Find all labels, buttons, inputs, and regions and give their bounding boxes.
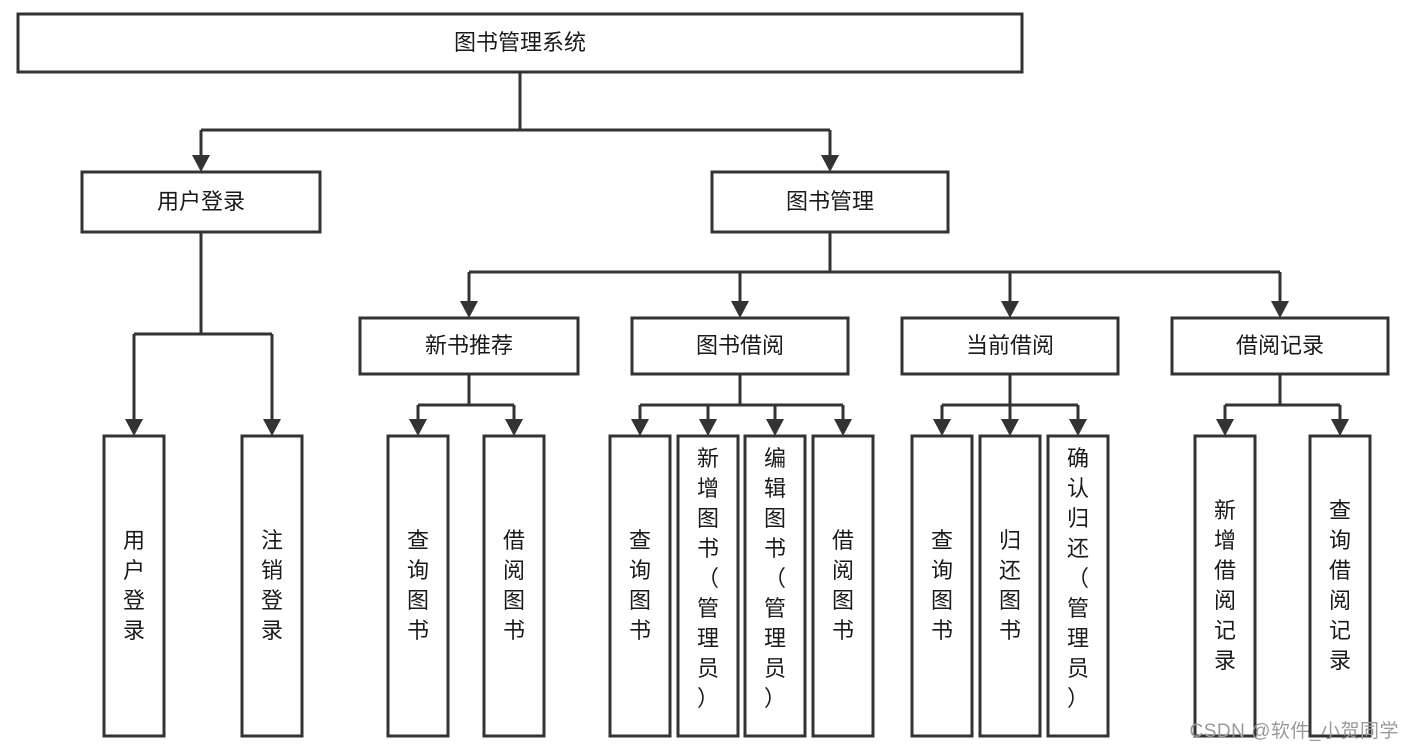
node-label-borrow-record: 借阅记录	[1236, 333, 1324, 358]
node-box-leaf-query-book-2	[608, 434, 672, 738]
node-label-leaf-add-borrow-record: 新增借阅记录	[1214, 498, 1236, 673]
node-box-leaf-borrow-book-2	[811, 434, 875, 738]
arrow-head-icon	[505, 419, 523, 436]
arrow-head-icon	[460, 301, 478, 318]
node-label-root: 图书管理系统	[454, 30, 586, 55]
node-box-leaf-borrow-book-1	[482, 434, 546, 738]
node-box-new-book-recommend	[358, 316, 580, 376]
node-box-leaf-query-borrow-record	[1308, 434, 1372, 738]
arrow-head-icon	[1331, 419, 1349, 436]
node-label-book-borrow: 图书借阅	[696, 333, 784, 358]
arrow-head-icon	[1216, 419, 1234, 436]
node-label-leaf-borrow-book-1: 借阅图书	[503, 528, 525, 643]
arrow-head-icon	[1271, 301, 1289, 318]
node-label-leaf-user-logout: 注销登录	[261, 528, 283, 643]
node-box-root	[16, 12, 1024, 74]
node-label-leaf-query-borrow-record: 查询借阅记录	[1329, 498, 1351, 673]
arrow-head-icon	[409, 419, 427, 436]
node-box-leaf-user-logout	[240, 434, 304, 738]
node-borrow-record[interactable]: 借阅记录	[1170, 316, 1390, 376]
node-box-book-borrow	[630, 316, 850, 376]
node-layer: 图书管理系统用户登录图书管理新书推荐图书借阅当前借阅借阅记录用户登录注销登录查询…	[16, 12, 1390, 738]
node-leaf-user-login[interactable]: 用户登录	[102, 434, 166, 738]
node-box-borrow-record	[1170, 316, 1390, 376]
node-leaf-add-borrow-record[interactable]: 新增借阅记录	[1193, 434, 1257, 738]
node-label-leaf-confirm-return-admin: 确认归还（管理员）	[1067, 446, 1089, 711]
node-leaf-confirm-return-admin[interactable]: 确认归还（管理员）	[1046, 434, 1110, 738]
node-label-leaf-query-book-1: 查询图书	[407, 528, 429, 643]
node-leaf-query-book-3[interactable]: 查询图书	[910, 434, 974, 738]
node-box-current-borrow	[900, 316, 1120, 376]
node-box-book-management	[710, 170, 950, 234]
node-leaf-user-logout[interactable]: 注销登录	[240, 434, 304, 738]
node-book-borrow[interactable]: 图书借阅	[630, 316, 850, 376]
node-label-leaf-query-book-3: 查询图书	[931, 528, 953, 643]
node-leaf-borrow-book-2[interactable]: 借阅图书	[811, 434, 875, 738]
node-label-leaf-user-login: 用户登录	[123, 528, 145, 643]
node-user-login[interactable]: 用户登录	[80, 170, 322, 234]
arrow-head-icon	[834, 419, 852, 436]
node-root[interactable]: 图书管理系统	[16, 12, 1024, 74]
node-leaf-return-book[interactable]: 归还图书	[978, 434, 1042, 738]
arrow-head-icon	[631, 419, 649, 436]
node-label-leaf-query-book-2: 查询图书	[629, 528, 651, 643]
node-leaf-add-book-admin[interactable]: 新增图书（管理员）	[676, 434, 740, 738]
node-box-leaf-return-book	[978, 434, 1042, 738]
node-label-leaf-edit-book-admin: 编辑图书（管理员）	[764, 446, 786, 711]
node-label-book-management: 图书管理	[786, 189, 874, 214]
watermark-label: CSDN @软件_小贺同学	[1189, 721, 1399, 742]
arrow-head-icon	[766, 419, 784, 436]
node-label-leaf-borrow-book-2: 借阅图书	[832, 528, 854, 643]
node-label-leaf-add-book-admin: 新增图书（管理员）	[697, 446, 719, 711]
node-label-user-login: 用户登录	[157, 189, 245, 214]
node-current-borrow[interactable]: 当前借阅	[900, 316, 1120, 376]
node-leaf-query-book-2[interactable]: 查询图书	[608, 434, 672, 738]
node-new-book-recommend[interactable]: 新书推荐	[358, 316, 580, 376]
connector-layer	[125, 72, 1349, 436]
node-box-leaf-add-borrow-record	[1193, 434, 1257, 738]
arrow-head-icon	[933, 419, 951, 436]
node-label-new-book-recommend: 新书推荐	[425, 333, 513, 358]
arrow-head-icon	[125, 419, 143, 436]
node-label-leaf-return-book: 归还图书	[999, 528, 1021, 643]
arrow-head-icon	[1001, 419, 1019, 436]
arrow-head-icon	[192, 155, 210, 172]
node-leaf-query-borrow-record[interactable]: 查询借阅记录	[1308, 434, 1372, 738]
arrow-head-icon	[821, 155, 839, 172]
node-box-leaf-edit-book-admin	[743, 434, 807, 738]
node-label-current-borrow: 当前借阅	[966, 333, 1054, 358]
arrow-head-icon	[699, 419, 717, 436]
node-box-leaf-confirm-return-admin	[1046, 434, 1110, 738]
node-leaf-borrow-book-1[interactable]: 借阅图书	[482, 434, 546, 738]
node-box-user-login	[80, 170, 322, 234]
arrow-head-icon	[263, 419, 281, 436]
node-box-leaf-query-book-3	[910, 434, 974, 738]
node-leaf-query-book-1[interactable]: 查询图书	[386, 434, 450, 738]
arrow-head-icon	[1001, 301, 1019, 318]
node-box-leaf-query-book-1	[386, 434, 450, 738]
arrow-head-icon	[731, 301, 749, 318]
node-box-leaf-add-book-admin	[676, 434, 740, 738]
arrow-head-icon	[1069, 419, 1087, 436]
node-leaf-edit-book-admin[interactable]: 编辑图书（管理员）	[743, 434, 807, 738]
node-box-leaf-user-login	[102, 434, 166, 738]
node-book-management[interactable]: 图书管理	[710, 170, 950, 234]
